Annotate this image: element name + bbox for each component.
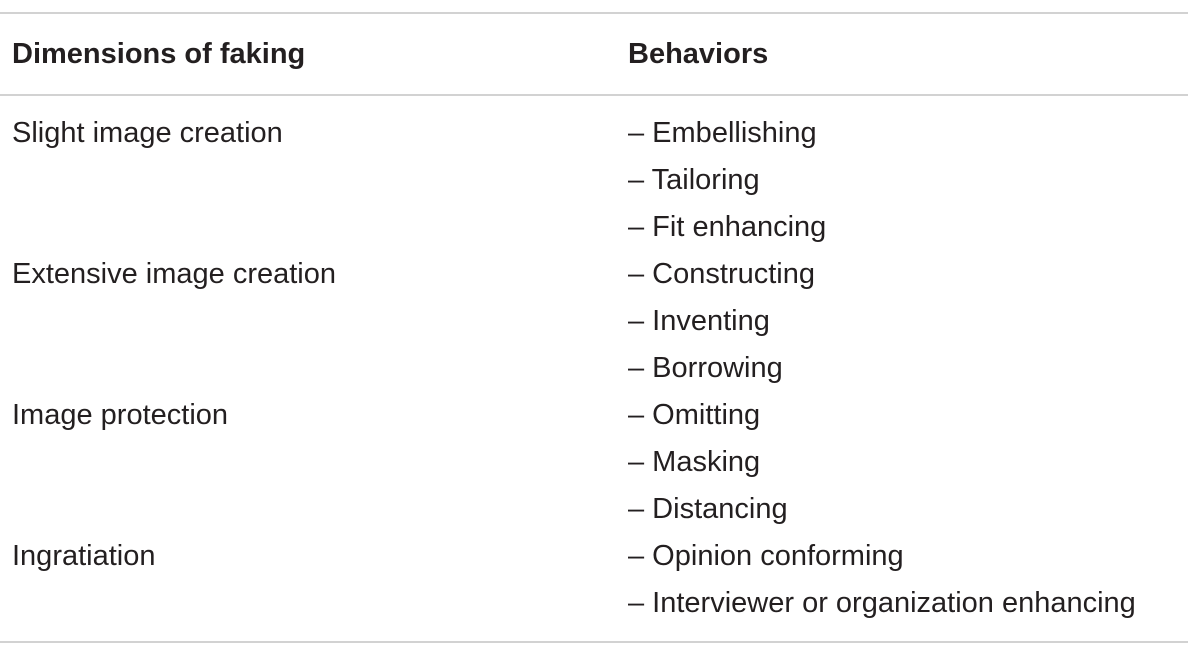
behavior-item: – Masking bbox=[628, 446, 761, 478]
behavior-item: – Constructing bbox=[628, 258, 815, 290]
table-bottom-rule bbox=[0, 641, 1188, 643]
table-row: Image protection – Omitting – Masking – … bbox=[0, 392, 1188, 533]
behaviors-cell: – Embellishing – Tailoring – Fit enhanci… bbox=[628, 110, 826, 251]
behavior-item: – Fit enhancing bbox=[628, 211, 827, 243]
header-dimensions: Dimensions of faking bbox=[12, 38, 306, 70]
behaviors-cell: – Opinion conforming – Interviewer or or… bbox=[628, 533, 1136, 627]
behaviors-cell: – Omitting – Masking – Distancing bbox=[628, 392, 788, 533]
behaviors-cell: – Constructing – Inventing – Borrowing bbox=[628, 251, 815, 392]
behavior-item: – Omitting bbox=[628, 399, 761, 431]
table-row: Extensive image creation – Constructing … bbox=[0, 251, 1188, 392]
dimension-cell: Extensive image creation bbox=[12, 258, 336, 290]
behavior-item: – Tailoring bbox=[628, 164, 760, 196]
behavior-item: – Interviewer or organization enhancing bbox=[628, 587, 1136, 619]
table-row: Slight image creation – Embellishing – T… bbox=[0, 110, 1188, 251]
dimension-cell: Image protection bbox=[12, 399, 229, 431]
table-body: Slight image creation – Embellishing – T… bbox=[0, 110, 1188, 627]
behavior-item: – Inventing bbox=[628, 305, 770, 337]
header-behaviors: Behaviors bbox=[628, 38, 769, 70]
behavior-item: – Distancing bbox=[628, 493, 788, 525]
table-row: Ingratiation – Opinion conforming – Inte… bbox=[0, 533, 1188, 627]
table-top-rule bbox=[0, 12, 1188, 14]
dimension-cell: Slight image creation bbox=[12, 117, 283, 149]
behavior-item: – Borrowing bbox=[628, 352, 783, 384]
behavior-item: – Opinion conforming bbox=[628, 540, 904, 572]
dimension-cell: Ingratiation bbox=[12, 540, 156, 572]
table-header-rule bbox=[0, 94, 1188, 96]
table-header-row: Dimensions of faking Behaviors bbox=[0, 26, 1188, 82]
behavior-item: – Embellishing bbox=[628, 117, 817, 149]
